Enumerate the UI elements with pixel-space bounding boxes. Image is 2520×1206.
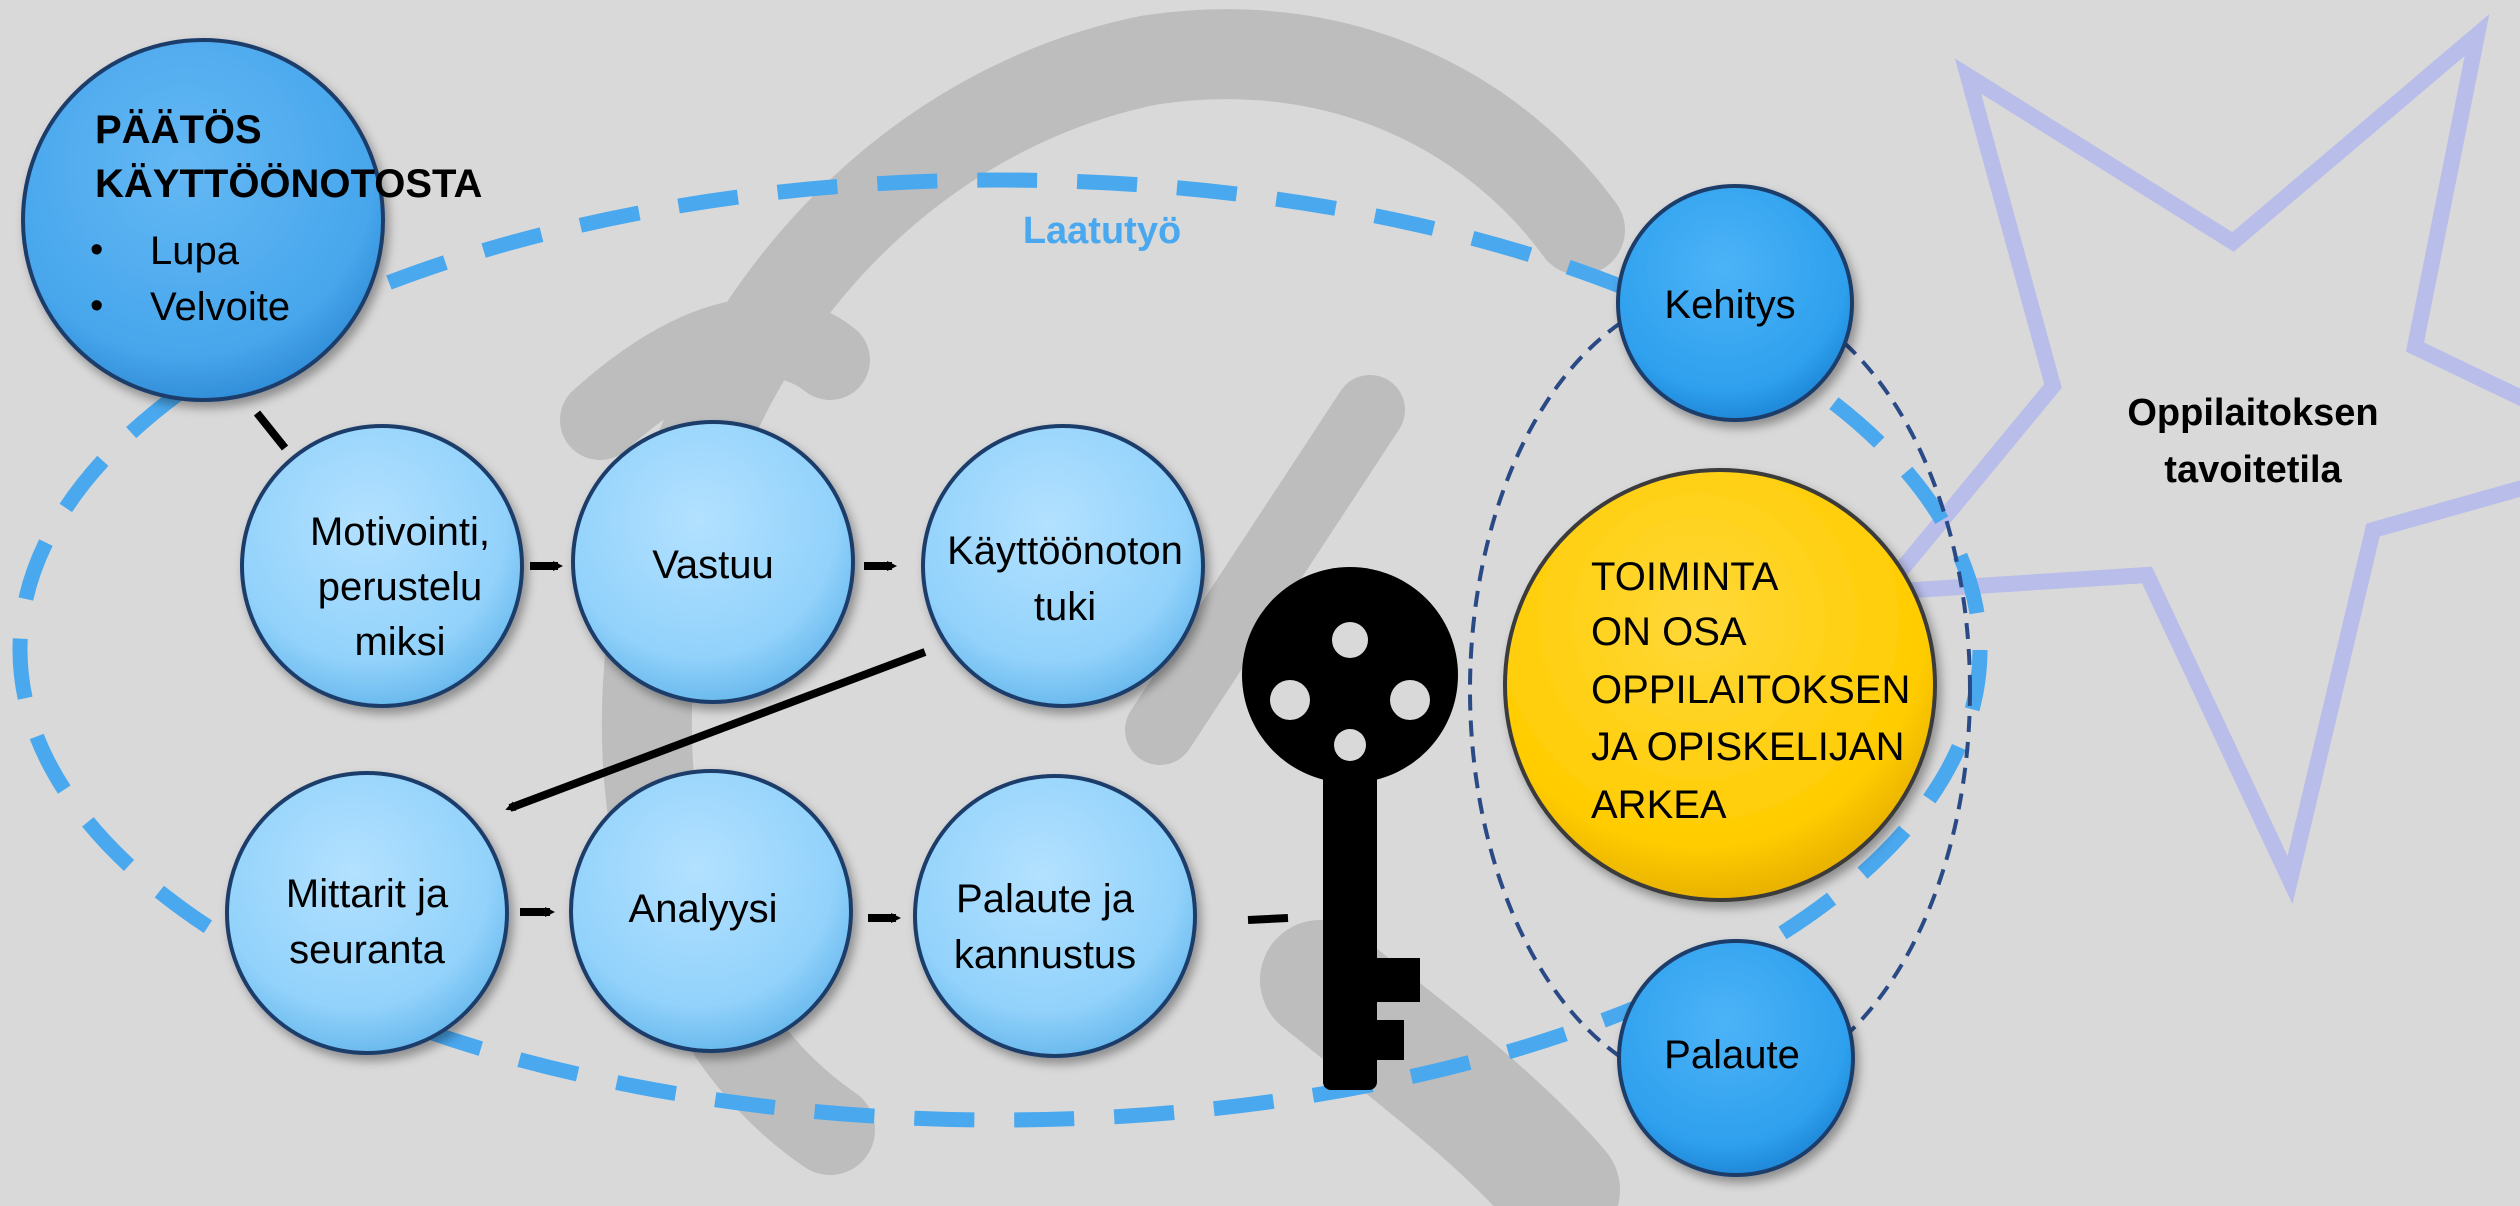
step-mittarit-line2: seuranta xyxy=(289,928,445,972)
decision-bullet-2: Velvoite xyxy=(150,285,290,329)
step-node-motivointi xyxy=(240,424,524,708)
decision-node xyxy=(21,38,385,402)
step-vastuu-line1: Vastuu xyxy=(652,543,774,587)
step-motivointi-line1: Motivointi, xyxy=(310,510,490,554)
decision-title-2: KÄYTTÖÖNOTOSTA xyxy=(95,161,482,206)
quality-loop xyxy=(12,172,1988,1128)
cycle-node-kehitys xyxy=(1616,184,1854,422)
goal-line2: ON OSA xyxy=(1591,610,1747,654)
cycle-kehitys-label: Kehitys xyxy=(1664,283,1795,327)
goal-line1: TOIMINTA xyxy=(1591,555,1779,599)
cycle-palaute-label: Palaute xyxy=(1664,1033,1800,1077)
cycle-ellipse xyxy=(1468,288,1972,1092)
step-palaute-line2: kannustus xyxy=(954,933,1136,977)
goal-line3: OPPILAITOKSEN xyxy=(1591,668,1910,712)
step-tuki-line2: tuki xyxy=(1034,585,1096,629)
step-mittarit-line1: Mittarit ja xyxy=(286,872,449,916)
goal-line5: ARKEA xyxy=(1591,783,1727,827)
target-state-line2: tavoitetila xyxy=(2164,449,2342,491)
decision-title-1: PÄÄTÖS xyxy=(95,107,262,152)
target-state-line1: Oppilaitoksen xyxy=(2127,392,2378,434)
step-palaute-line1: Palaute ja xyxy=(956,877,1135,921)
decision-connector xyxy=(253,410,289,451)
step-node-mittarit xyxy=(225,771,509,1055)
step-motivointi-line2: perustelu xyxy=(318,565,483,609)
star-shape xyxy=(1865,14,2520,905)
loop-label: Laatutyö xyxy=(1023,210,1181,252)
step-node-palaute xyxy=(913,774,1197,1058)
cycle-node-palaute xyxy=(1617,939,1855,1177)
decision-bullet-2-mark: • xyxy=(90,285,103,327)
step-node-analyysi xyxy=(569,769,853,1053)
step-arrows xyxy=(505,561,1289,924)
step-node-vastuu xyxy=(571,420,855,704)
goal-node xyxy=(1503,468,1937,902)
arrow-tuki-mittarit xyxy=(505,648,927,812)
decision-bullet-1: Lupa xyxy=(150,229,240,273)
step-motivointi-line3: miksi xyxy=(354,620,445,664)
goal-line4: JA OPISKELIJAN xyxy=(1591,725,1904,769)
key-icon xyxy=(1242,567,1458,1090)
decision-bullet-1-mark: • xyxy=(90,229,103,271)
step-tuki-line1: Käyttöönoton xyxy=(947,529,1183,573)
step-node-tuki xyxy=(921,424,1205,708)
dash-to-key xyxy=(1247,914,1289,924)
step-analyysi-line1: Analyysi xyxy=(629,887,778,931)
